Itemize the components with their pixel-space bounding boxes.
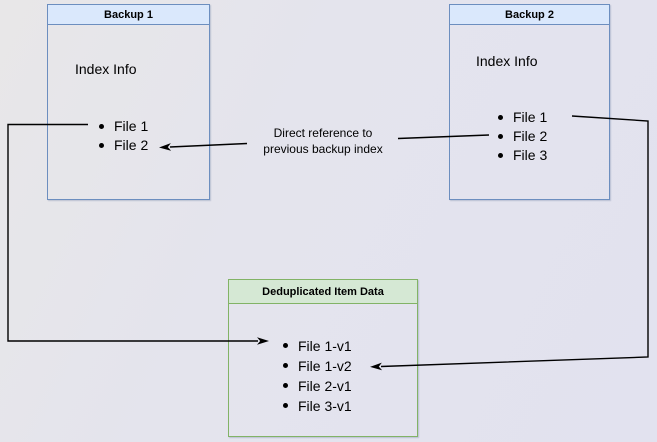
list-item: File 2 (98, 137, 149, 153)
list-item: File 2 (497, 128, 548, 144)
backup1-box: Backup 1 Index Info File 1 File 2 (47, 4, 210, 200)
dedup-title: Deduplicated Item Data (229, 280, 417, 304)
list-item: File 1-v2 (283, 358, 352, 374)
list-item: File 1-v1 (283, 338, 352, 354)
direct-reference-label: Direct reference to previous backup inde… (263, 126, 383, 156)
backup1-title: Backup 1 (48, 5, 209, 25)
list-item: File 3 (497, 147, 548, 163)
list-item: File 1 (497, 109, 548, 125)
backup1-index-info-label: Index Info (75, 61, 137, 77)
backup2-title: Backup 2 (450, 5, 609, 25)
backup2-index-info-label: Index Info (476, 53, 538, 69)
list-item: File 1 (98, 118, 149, 134)
backup2-file-list: File 1 File 2 File 3 (497, 108, 548, 165)
list-item: File 3-v1 (283, 398, 352, 414)
list-item: File 2-v1 (283, 378, 352, 394)
backup1-file-list: File 1 File 2 (98, 117, 149, 155)
backup2-box: Backup 2 Index Info File 1 File 2 File 3 (449, 4, 610, 200)
